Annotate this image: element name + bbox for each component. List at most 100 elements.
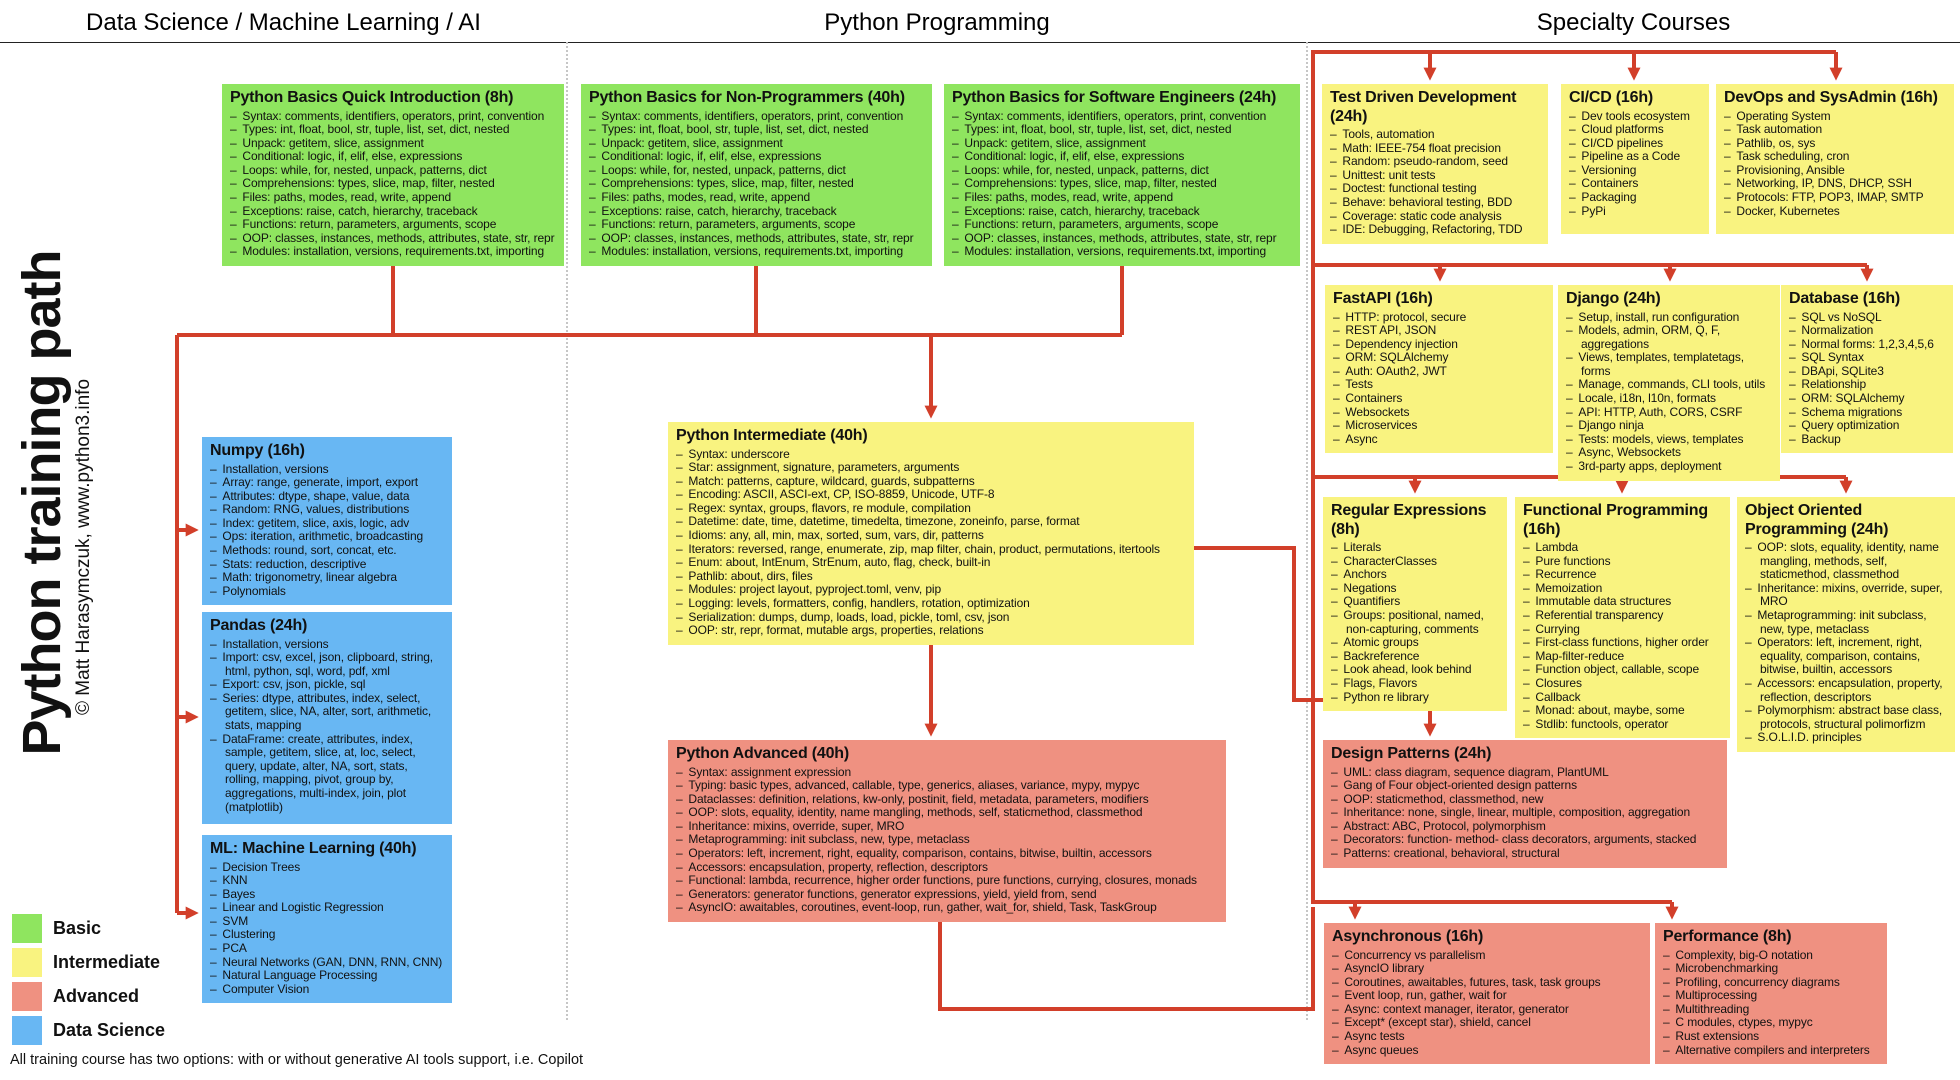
course-item: – Syntax: underscore <box>676 446 790 461</box>
course-item: – Provisioning, Ansible <box>1724 162 1845 177</box>
course-item: – OOP: str, repr, format, mutable args, … <box>676 623 984 638</box>
course-item: – Doctest: functional testing <box>1330 181 1477 196</box>
course-item: – Backreference <box>1331 648 1420 663</box>
course-item: – Random: RNG, values, distributions <box>210 502 410 517</box>
course-item: – Async <box>1333 431 1378 446</box>
course-item: – Coroutines, awaitables, futures, task,… <box>1332 974 1601 989</box>
course-item: – Installation, versions <box>210 636 329 651</box>
course-item: – Dependency injection <box>1333 336 1458 351</box>
course-item: – Files: paths, modes, read, write, appe… <box>230 190 452 205</box>
course-title: Asynchronous (16h) <box>1332 928 1484 945</box>
course-title: Python Basics Quick Introduction (8h) <box>230 89 514 106</box>
course-item: – Protocols: FTP, POP3, IMAP, SMTP <box>1724 190 1924 205</box>
course-item: – Accessors: encapsulation, property, re… <box>1745 675 1943 704</box>
course-item: – Neural Networks (GAN, DNN, RNN, CNN) <box>210 954 443 969</box>
course-box-performance: Performance (8h) – Complexity, big-O not… <box>1655 923 1887 1065</box>
course-item: – Ops: iteration, arithmetic, broadcasti… <box>210 529 424 544</box>
course-item: – Rust extensions <box>1663 1029 1760 1044</box>
course-items: – Decision Trees– KNN– Bayes– Linear and… <box>210 860 444 997</box>
legend-label: Intermediate <box>53 952 161 972</box>
course-item: – Normalization <box>1789 323 1874 338</box>
course-item: – Accessors: encapsulation, property, re… <box>676 859 988 874</box>
course-item: – Pipeline as a Code <box>1569 149 1681 164</box>
course-item: – API: HTTP, Auth, CORS, CSRF <box>1566 404 1743 419</box>
course-item: – Logging: levels, formatters, config, h… <box>676 596 1030 611</box>
course-item: – UML: class diagram, sequence diagram, … <box>1331 764 1609 779</box>
course-item: – Exceptions: raise, catch, hierarchy, t… <box>589 203 837 218</box>
course-item: – Clustering <box>210 927 276 942</box>
course-item: – Regex: syntax, groups, flavors, re mod… <box>676 500 971 515</box>
course-item: – Functional: lambda, recurrence, higher… <box>676 873 1197 888</box>
course-box-numpy: Numpy (16h) – Installation, versions– Ar… <box>202 437 452 606</box>
course-items: – Syntax: comments, identifiers, operato… <box>589 108 924 260</box>
course-title: DevOps and SysAdmin (16h) <box>1724 89 1938 106</box>
course-item: – Async tests <box>1332 1029 1405 1044</box>
course-item: – PyPi <box>1569 203 1606 218</box>
course-item: – First-class functions, higher order <box>1523 635 1709 650</box>
legend-swatch-intermediate <box>12 948 42 977</box>
course-box-regular-expressions: Regular Expressions (8h) – Literals– Cha… <box>1323 497 1507 712</box>
course-item: – Pathlib: about, dirs, files <box>676 568 813 583</box>
course-item: – Async queues <box>1332 1042 1419 1057</box>
course-items: – OOP: slots, equality, identity, name m… <box>1745 540 1947 745</box>
course-item: – SQL Syntax <box>1789 350 1864 365</box>
course-title: Test Driven Development (24h) <box>1330 89 1517 125</box>
course-items: – Installation, versions– Import: csv, e… <box>210 636 444 815</box>
course-item: – AsyncIO: awaitables, coroutines, event… <box>676 900 1157 915</box>
course-item: – Generators: generator functions, gener… <box>676 886 1097 901</box>
course-item: – Recurrence <box>1523 567 1597 582</box>
course-items: – Lambda– Pure functions– Recurrence– Me… <box>1523 540 1722 731</box>
course-item: – Manage, commands, CLI tools, utils <box>1566 377 1766 392</box>
course-item: – Callback <box>1523 689 1581 704</box>
course-item: – IDE: Debugging, Refactoring, TDD <box>1330 222 1523 237</box>
course-item: – Gang of Four object-oriented design pa… <box>1331 778 1577 793</box>
course-items: – Syntax: comments, identifiers, operato… <box>230 109 556 260</box>
course-item: – CI/CD pipelines <box>1569 135 1664 150</box>
course-item: – Coverage: static code analysis <box>1330 208 1502 223</box>
course-item: – Concurrency vs parallelism <box>1332 947 1486 962</box>
course-item: – Enum: about, IntEnum, StrEnum, auto, f… <box>676 555 991 570</box>
course-items: – Concurrency vs parallelism– AsyncIO li… <box>1332 947 1642 1058</box>
course-item: – Unpack: getitem, slice, assignment <box>952 135 1146 150</box>
course-item: – ORM: SQLAlchemy <box>1789 391 1905 406</box>
course-item: – Idioms: any, all, min, max, sorted, su… <box>676 528 984 543</box>
course-item: – Polynomials <box>210 583 286 598</box>
course-item: – Operating System <box>1724 108 1831 123</box>
course-item: – Currying <box>1523 621 1580 636</box>
course-item: – Networking, IP, DNS, DHCP, SSH <box>1724 176 1912 191</box>
course-item: – Typing: basic types, advanced, callabl… <box>676 778 1140 793</box>
course-item: – Series: dtype, attributes, index, sele… <box>210 690 432 733</box>
course-item: – Conditional: logic, if, elif, else, ex… <box>952 149 1185 164</box>
course-item: – Metaprogramming: init subclass, new, t… <box>676 832 970 847</box>
legend-label: Data Science <box>53 1020 166 1040</box>
course-item: – Inheritance: mixins, override, super, … <box>676 818 905 833</box>
course-title: ML: Machine Learning (40h) <box>210 840 417 857</box>
course-item: – Syntax: comments, identifiers, operato… <box>589 108 904 123</box>
course-title: Database (16h) <box>1789 290 1901 307</box>
course-item: – Cloud platforms <box>1569 122 1664 137</box>
course-item: – Unpack: getitem, slice, assignment <box>230 135 424 150</box>
course-item: – Setup, install, run configuration <box>1566 309 1740 324</box>
course-item: – Versioning <box>1569 162 1637 177</box>
course-item: – DataFrame: create, attributes, index, … <box>210 731 416 814</box>
course-item: – 3rd-party apps, deployment <box>1566 459 1722 474</box>
course-item: – KNN <box>210 873 248 888</box>
legend-swatch-basic <box>12 914 42 943</box>
course-item: – Literals <box>1331 540 1382 554</box>
course-item: – Map-filter-reduce <box>1523 648 1625 663</box>
course-box-functional-programming: Functional Programming (16h) – Lambda– P… <box>1515 497 1730 739</box>
course-item: – Schema migrations <box>1789 404 1903 419</box>
course-items: – Dev tools ecosystem– Cloud platforms– … <box>1569 109 1701 219</box>
course-title: Design Patterns (24h) <box>1331 745 1492 762</box>
course-item: – Referential transparency <box>1523 607 1664 622</box>
course-item: – Quantifiers <box>1331 594 1401 609</box>
course-item: – Polymorphism: abstract base class, pro… <box>1745 703 1943 731</box>
course-item: – Dataclasses: definition, relations, kw… <box>676 791 1149 806</box>
course-item: – Unittest: unit tests <box>1330 167 1436 182</box>
course-item: – PCA <box>210 941 247 956</box>
course-title: Django (24h) <box>1566 290 1661 307</box>
course-item: – HTTP: protocol, secure <box>1333 309 1467 324</box>
course-item: – Operators: left, increment, right, equ… <box>1745 635 1923 677</box>
course-item: – Patterns: creational, behavioral, stru… <box>1331 846 1560 861</box>
course-item: – Types: int, float, bool, str, tuple, l… <box>230 122 510 137</box>
